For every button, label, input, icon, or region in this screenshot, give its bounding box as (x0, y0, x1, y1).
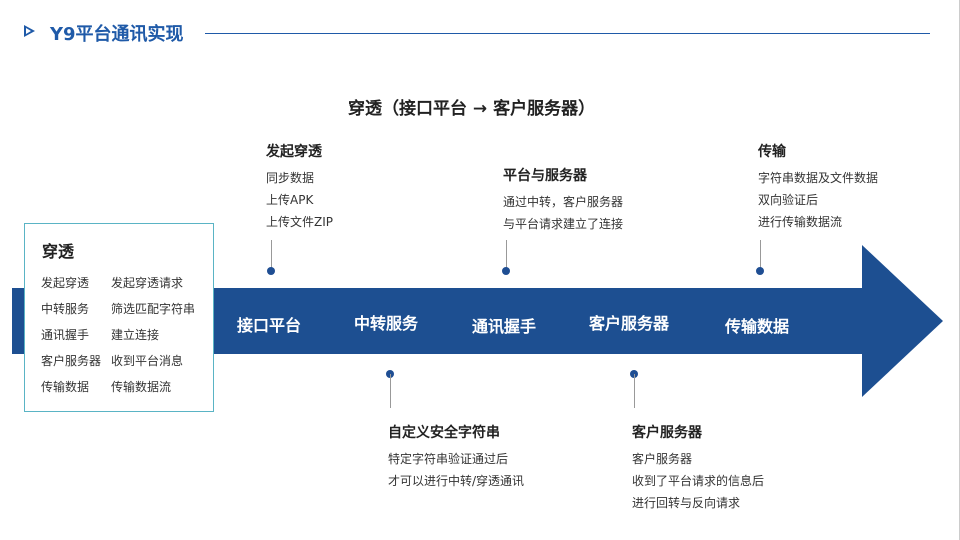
legend-key: 发起穿透 (41, 276, 90, 290)
legend-value: 建立连接 (111, 328, 160, 342)
note-line: 上传APK (266, 193, 314, 207)
legend-key: 传输数据 (41, 380, 90, 394)
header-title: Y9平台通讯实现 (50, 24, 184, 45)
connector-line (506, 240, 507, 270)
note-title: 传输 (758, 144, 786, 160)
connector-dot (756, 267, 764, 275)
note-line: 特定字符串验证通过后 (388, 452, 509, 466)
legend-key: 客户服务器 (41, 354, 102, 368)
legend-value: 传输数据流 (111, 380, 172, 394)
legend-row: 中转服务 筛选匹配字符串 (41, 300, 195, 317)
note-title: 平台与服务器 (503, 168, 587, 184)
note-platform-server: 平台与服务器 通过中转，客户服务器 与平台请求建立了连接 (503, 165, 623, 235)
legend-row: 发起穿透 发起穿透请求 (41, 274, 183, 291)
note-line: 收到了平台请求的信息后 (632, 474, 765, 488)
legend-key: 中转服务 (41, 302, 90, 316)
legend-key: 通讯握手 (41, 328, 90, 342)
legend-row: 传输数据 传输数据流 (41, 378, 171, 395)
note-transfer: 传输 字符串数据及文件数据 双向验证后 进行传输数据流 (758, 141, 878, 233)
legend-box: 穿透 发起穿透 发起穿透请求 中转服务 筛选匹配字符串 通讯握手 建立连接 客户服务器… (24, 223, 214, 412)
stage-relay-service: 中转服务 (354, 314, 419, 333)
note-line: 与平台请求建立了连接 (503, 217, 624, 231)
connector-dot (502, 267, 510, 275)
note-line: 客户服务器 (632, 452, 693, 466)
note-title: 客户服务器 (632, 425, 702, 441)
stage-interface-platform: 接口平台 (237, 316, 302, 335)
note-line: 双向验证后 (758, 193, 819, 207)
legend-title: 穿透 (42, 242, 75, 261)
stage-transfer-data: 传输数据 (725, 317, 790, 336)
connector-line (634, 374, 635, 408)
note-line: 进行回转与反向请求 (632, 496, 741, 510)
note-line: 字符串数据及文件数据 (758, 171, 879, 185)
legend-value: 收到平台消息 (111, 354, 184, 368)
diagram-title: 穿透（接口平台 → 客户服务器） (348, 99, 596, 119)
note-line: 上传文件ZIP (266, 215, 333, 229)
note-line: 同步数据 (266, 171, 315, 185)
stage-handshake: 通讯握手 (472, 317, 537, 336)
connector-line (760, 240, 761, 270)
connector-line (390, 374, 391, 408)
legend-row: 客户服务器收到平台消息 (41, 352, 183, 369)
legend-row: 通讯握手 建立连接 (41, 326, 159, 343)
note-title: 自定义安全字符串 (388, 425, 500, 441)
note-line: 进行传输数据流 (758, 215, 843, 229)
header-bullet-icon (24, 25, 35, 37)
note-title: 发起穿透 (266, 144, 322, 160)
stage-client-server: 客户服务器 (589, 314, 670, 333)
connector-dot (267, 267, 275, 275)
process-arrow-shape (12, 245, 943, 397)
connector-line (271, 240, 272, 270)
header-divider (205, 33, 930, 34)
legend-value: 发起穿透请求 (111, 276, 184, 290)
note-line: 通过中转，客户服务器 (503, 195, 624, 209)
note-secure-string: 自定义安全字符串 特定字符串验证通过后 才可以进行中转/穿透通讯 (388, 422, 524, 492)
note-client-server: 客户服务器 客户服务器 收到了平台请求的信息后 进行回转与反向请求 (632, 422, 764, 514)
legend-value: 筛选匹配字符串 (111, 302, 196, 316)
note-line: 才可以进行中转/穿透通讯 (388, 474, 525, 488)
note-initiate-penetration: 发起穿透 同步数据 上传APK 上传文件ZIP (266, 141, 333, 233)
